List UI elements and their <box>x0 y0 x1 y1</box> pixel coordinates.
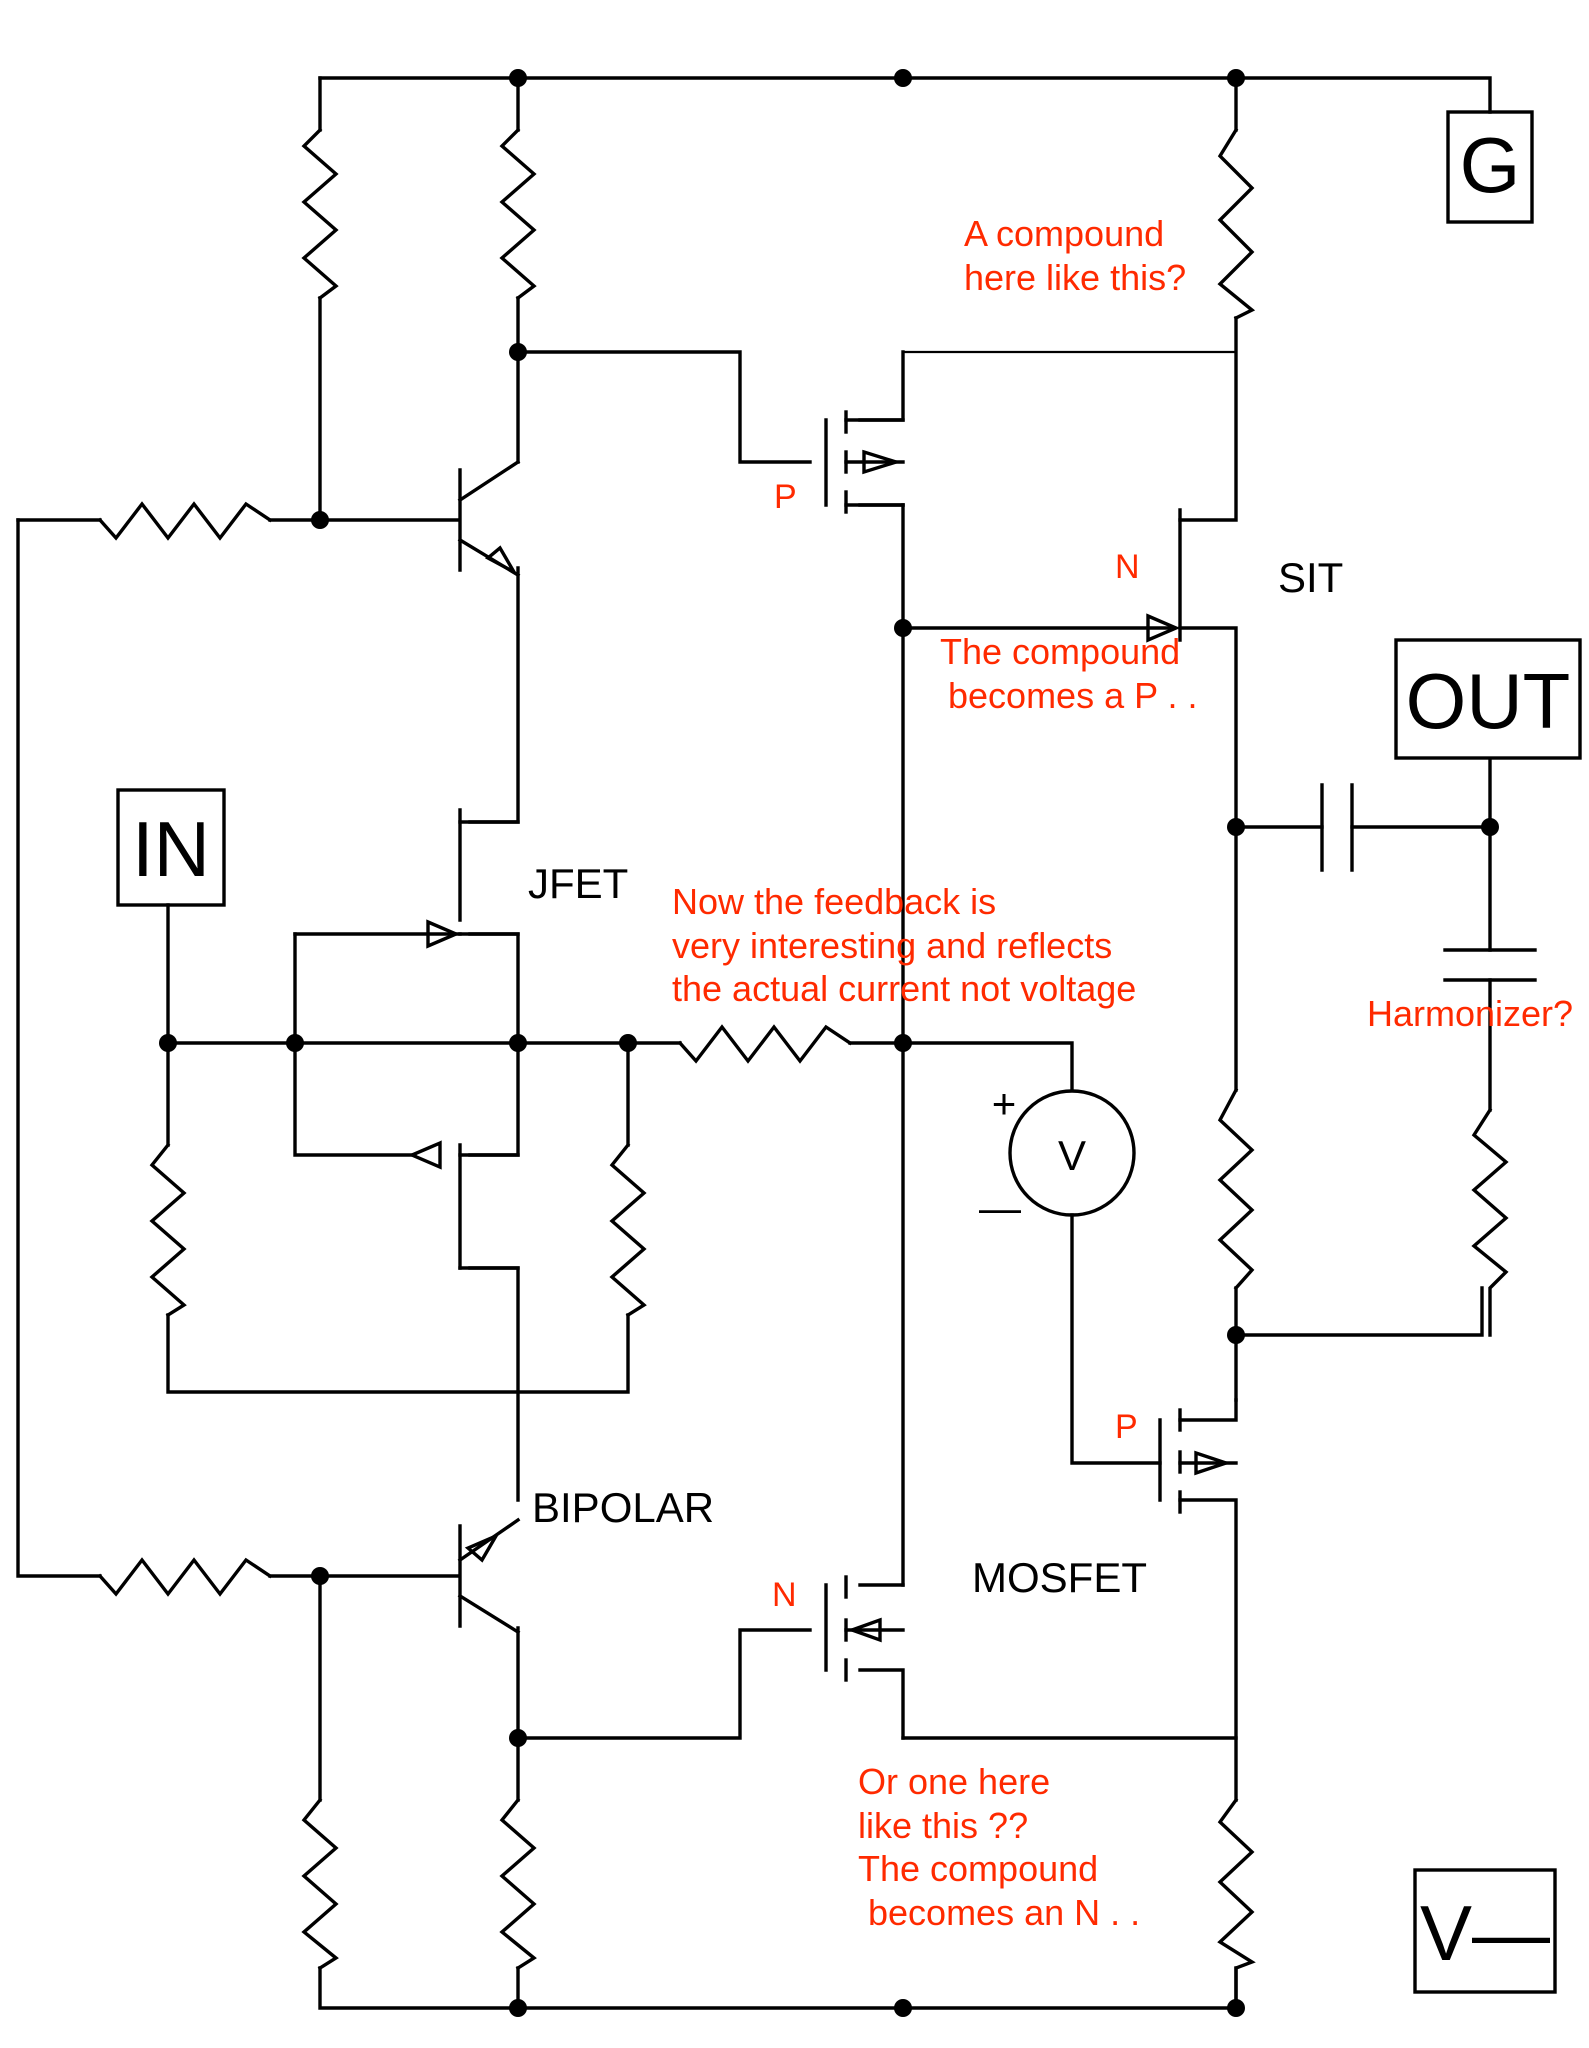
port-out: OUT <box>1394 638 1582 760</box>
voltmeter-symbol: V <box>1058 1132 1086 1179</box>
note-compound-bottom-line2: like this ?? <box>858 1805 1028 1846</box>
note-compound-bottom-line4: becomes an N . . <box>858 1892 1140 1933</box>
note-feedback-line3: the actual current not voltage <box>672 968 1136 1009</box>
bjt-top <box>457 459 521 578</box>
label-bipolar: BIPOLAR <box>532 1484 714 1531</box>
resistor-feedback <box>677 1024 853 1064</box>
port-vneg: V— <box>1413 1868 1557 1994</box>
label-jfet: JFET <box>528 860 628 907</box>
resistor-top-left <box>301 127 339 301</box>
polarity-p-mosfet: P <box>1115 1408 1138 1446</box>
port-in: IN <box>116 788 226 907</box>
note-compound-top-line2: here like this? <box>964 257 1186 298</box>
note-compound-bottom: Or one here like this ?? The compound be… <box>858 1761 1140 1933</box>
label-mosfet: MOSFET <box>972 1554 1147 1601</box>
resistor-node-shunt <box>609 1142 647 1318</box>
polarity-n-sit: N <box>1115 548 1140 586</box>
port-g-label: G <box>1460 121 1521 209</box>
resistor-bottom-right <box>1217 1797 1256 2010</box>
label-sit: SIT <box>1278 554 1343 601</box>
voltmeter-minus: — <box>979 1184 1021 1231</box>
note-harmonizer: Harmonizer? <box>1367 993 1573 1034</box>
port-in-label: IN <box>132 805 210 893</box>
mosfet-p-top <box>824 410 905 514</box>
wiring <box>16 76 1492 2010</box>
junction-dots <box>159 69 1499 2017</box>
capacitors <box>1320 783 1537 982</box>
note-compound-top-line1: A compound <box>964 213 1164 254</box>
bjt-bottom <box>457 1517 521 1635</box>
resistor-harmonizer <box>1471 1107 1509 1337</box>
sit-transistor <box>1146 508 1182 643</box>
port-vneg-label: V— <box>1420 1889 1550 1977</box>
resistor-in-shunt <box>149 1142 187 1318</box>
jfet-top <box>293 808 520 949</box>
resistor-top-collector <box>499 127 537 301</box>
polarity-p-top: P <box>774 478 797 516</box>
note-compound-bottom-line1: Or one here <box>858 1761 1050 1802</box>
voltmeter-plus: + <box>992 1080 1017 1127</box>
note-compound-becomes-p: The compound becomes a P . . <box>940 631 1197 716</box>
note-feedback: Now the feedback is very interesting and… <box>672 881 1136 1009</box>
resistor-bias-top <box>97 501 273 541</box>
resistor-top-right <box>1217 127 1256 321</box>
harmonizer-capacitor <box>1443 948 1537 982</box>
output-capacitor <box>1320 783 1354 872</box>
resistor-bias-bottom <box>97 1557 273 1597</box>
port-out-label: OUT <box>1406 657 1571 745</box>
mosfet-n-bottom <box>824 1575 905 1682</box>
resistor-bottom-collector <box>499 1797 537 1971</box>
note-compound-top: A compound here like this? <box>964 213 1186 298</box>
resistor-bottom-left <box>301 1797 339 1971</box>
polarity-n-bottom: N <box>772 1576 797 1614</box>
note-compound-becomes-p-line2: becomes a P . . <box>948 675 1197 716</box>
voltmeter: V + — <box>979 1080 1136 1231</box>
note-compound-bottom-line3: The compound <box>858 1848 1098 1889</box>
resistors <box>97 127 1509 2010</box>
note-compound-becomes-p-line1: The compound <box>940 631 1180 672</box>
mosfet-p-right <box>1158 1408 1238 1514</box>
jfet-bottom <box>407 1140 520 1270</box>
resistor-right-mid <box>1217 1087 1255 1291</box>
port-g: G <box>1446 110 1534 224</box>
note-feedback-line2: very interesting and reflects <box>672 925 1112 966</box>
note-feedback-line1: Now the feedback is <box>672 881 996 922</box>
